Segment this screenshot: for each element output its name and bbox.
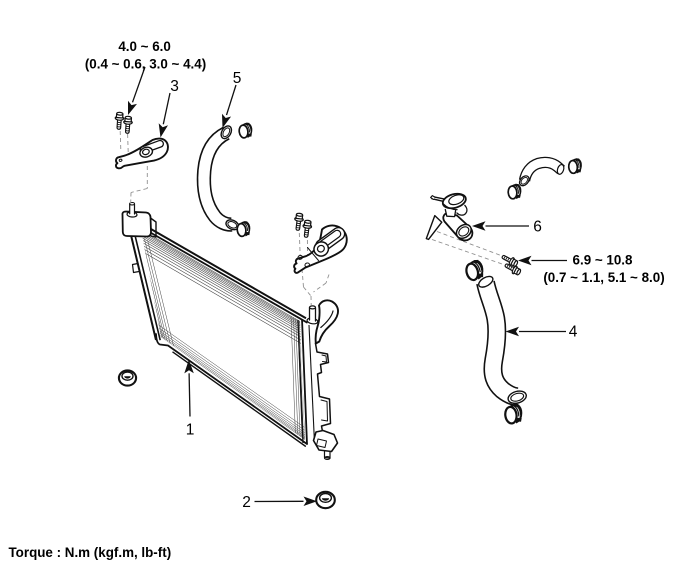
svg-text:1: 1 bbox=[186, 422, 195, 439]
svg-text:(0.7 ~ 1.1, 5.1 ~ 8.0): (0.7 ~ 1.1, 5.1 ~ 8.0) bbox=[543, 270, 664, 285]
svg-text:4.0 ~ 6.0: 4.0 ~ 6.0 bbox=[118, 39, 171, 54]
svg-text:5: 5 bbox=[233, 70, 242, 87]
svg-text:(0.4 ~ 0.6, 3.0 ~ 4.4): (0.4 ~ 0.6, 3.0 ~ 4.4) bbox=[85, 56, 206, 71]
svg-text:3: 3 bbox=[170, 78, 179, 95]
svg-text:6.9 ~ 10.8: 6.9 ~ 10.8 bbox=[573, 253, 633, 268]
svg-text:6: 6 bbox=[533, 219, 542, 236]
svg-text:2: 2 bbox=[242, 494, 251, 511]
svg-text:Torque : N.m (kgf.m, lb-ft): Torque : N.m (kgf.m, lb-ft) bbox=[9, 545, 172, 560]
svg-text:4: 4 bbox=[569, 324, 578, 341]
